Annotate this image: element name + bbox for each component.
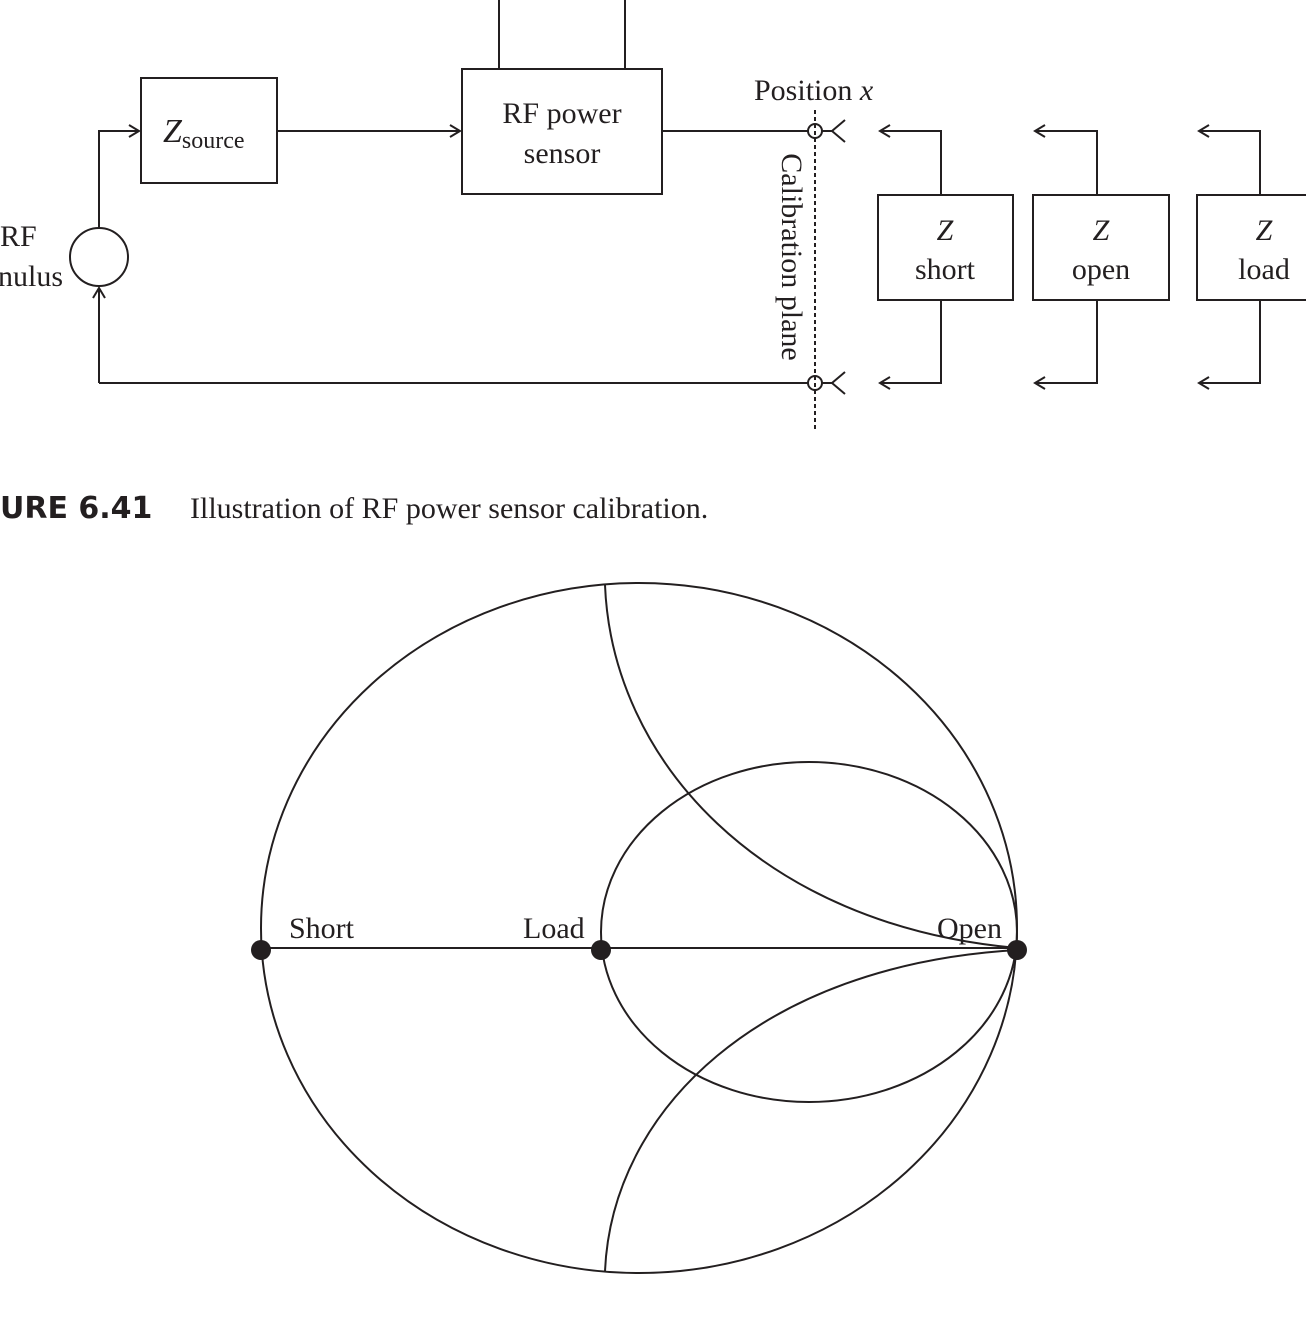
standard-open-symbol: Z — [1093, 214, 1110, 247]
smith-reactance-arc-upper — [604, 584, 1018, 949]
standard-open-label: open — [1072, 253, 1130, 286]
connector-top-icon — [830, 119, 846, 143]
open-point — [1007, 940, 1027, 960]
rf-sensor-label-1: RF power — [502, 97, 621, 130]
figure-caption: URE 6.41 Illustration of RF power sensor … — [0, 491, 708, 526]
standard-short-label: short — [915, 253, 976, 286]
smith-chart: Short Load Open — [251, 582, 1027, 1274]
stimulus-to-source-wire — [98, 124, 141, 228]
calibration-plane-label: Calibration plane — [775, 153, 808, 360]
load-point — [591, 940, 611, 960]
rf-stimulus-source-icon — [69, 227, 129, 287]
standard-open: Z open — [1032, 124, 1170, 390]
rf-sensor-label-2: sensor — [524, 137, 601, 170]
smith-reactance-arc-lower — [604, 949, 1018, 1272]
standard-load-label: load — [1238, 253, 1290, 286]
rf-power-sensor-block — [461, 68, 663, 195]
z-source-label: Zsource — [163, 113, 245, 154]
standard-short: Z short — [877, 124, 1014, 390]
short-label: Short — [289, 912, 355, 945]
position-label: Position x — [754, 74, 874, 107]
stimulus-label-1: RF — [0, 220, 37, 253]
load-label: Load — [523, 912, 585, 945]
caption-text: Illustration of RF power sensor calibrat… — [190, 492, 708, 525]
stimulus-label-2: nulus — [0, 260, 63, 293]
smith-resistance-circle — [600, 761, 1018, 1103]
caption-number: URE 6.41 — [0, 491, 152, 526]
open-label: Open — [937, 912, 1002, 945]
standard-short-symbol: Z — [937, 214, 954, 247]
standard-load-symbol: Z — [1256, 214, 1273, 247]
standard-load: Z load — [1196, 124, 1306, 390]
connector-bottom-icon — [830, 371, 846, 395]
short-point — [251, 940, 271, 960]
